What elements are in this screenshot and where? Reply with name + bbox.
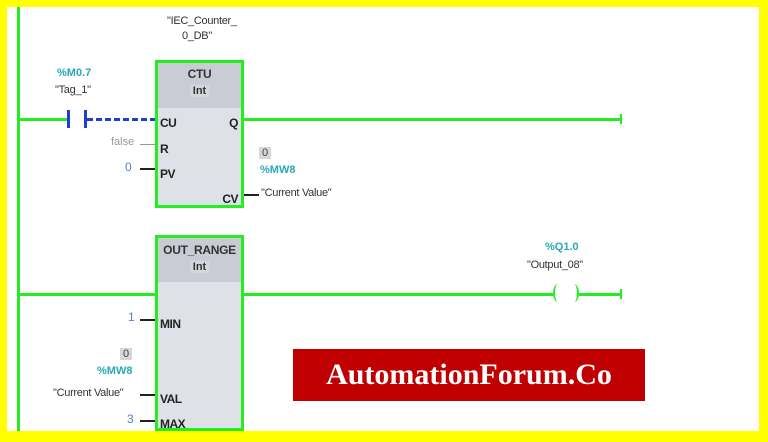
pin-max: MAX — [160, 417, 186, 431]
out-range-block-type[interactable]: Int — [189, 261, 210, 273]
cv-output-line — [244, 194, 259, 196]
ctu-counter-block[interactable]: CTU Int CU Q R PV CV — [155, 60, 244, 208]
rung1-end-cap — [620, 114, 622, 124]
min-input-line — [140, 319, 155, 321]
instance-db-line1: "IEC_Counter_ — [167, 15, 237, 27]
ladder-editor-canvas: "IEC_Counter_ 0_DB" %M0.7 "Tag_1" CTU In… — [7, 7, 759, 431]
cv-output-tag[interactable]: "Current Value" — [261, 187, 332, 199]
contact-tag: "Tag_1" — [55, 84, 91, 96]
rung2-end-cap — [620, 289, 622, 299]
pv-input-line — [140, 168, 155, 170]
watermark-banner: AutomationForum.Co — [293, 349, 645, 401]
out-range-block[interactable]: OUT_RANGE Int MIN VAL MAX — [155, 235, 244, 431]
ctu-block-name: CTU — [187, 67, 212, 81]
r-input-value[interactable]: false — [111, 136, 135, 148]
left-power-rail — [17, 7, 20, 431]
r-input-line — [140, 144, 155, 145]
val-input-address: %MW8 — [97, 365, 133, 377]
cv-output-value: 0 — [259, 147, 272, 159]
contact-left-bar-icon — [67, 110, 70, 128]
pin-val: VAL — [160, 392, 182, 406]
ctu-block-type[interactable]: Int — [189, 85, 210, 97]
pin-min: MIN — [160, 317, 181, 331]
val-input-tag[interactable]: "Current Value" — [53, 387, 124, 399]
out-range-block-header — [158, 238, 241, 282]
pv-input-value[interactable]: 0 — [125, 160, 132, 174]
pin-pv: PV — [160, 167, 176, 181]
out-range-block-name: OUT_RANGE — [163, 243, 236, 257]
contact-address: %M0.7 — [57, 67, 92, 79]
rung1-wire-right — [244, 118, 622, 121]
output-coil[interactable] — [553, 284, 579, 304]
rung1-dashed-wire — [87, 118, 156, 121]
coil-address: %Q1.0 — [545, 241, 579, 253]
coil-left-paren-icon — [553, 284, 563, 302]
pin-cv: CV — [222, 192, 238, 206]
rung2-wire-middle — [244, 293, 554, 296]
val-input-line — [140, 394, 155, 396]
min-input-value[interactable]: 1 — [128, 310, 135, 324]
max-input-value[interactable]: 3 — [127, 412, 134, 426]
normally-open-contact[interactable] — [67, 110, 87, 128]
coil-tag: "Output_08" — [527, 259, 583, 271]
pin-cu: CU — [160, 116, 177, 130]
rung1-wire-left — [17, 118, 69, 121]
cv-output-address: %MW8 — [260, 164, 296, 176]
val-input-value: 0 — [120, 348, 133, 360]
pin-r: R — [160, 142, 169, 156]
max-input-line — [140, 420, 155, 422]
rung2-wire-left — [17, 293, 156, 296]
pin-q: Q — [229, 116, 238, 130]
rung2-wire-right — [579, 293, 622, 296]
instance-db-line2: 0_DB" — [182, 30, 212, 42]
coil-right-paren-icon — [569, 284, 579, 302]
contact-right-bar-icon — [84, 110, 87, 128]
